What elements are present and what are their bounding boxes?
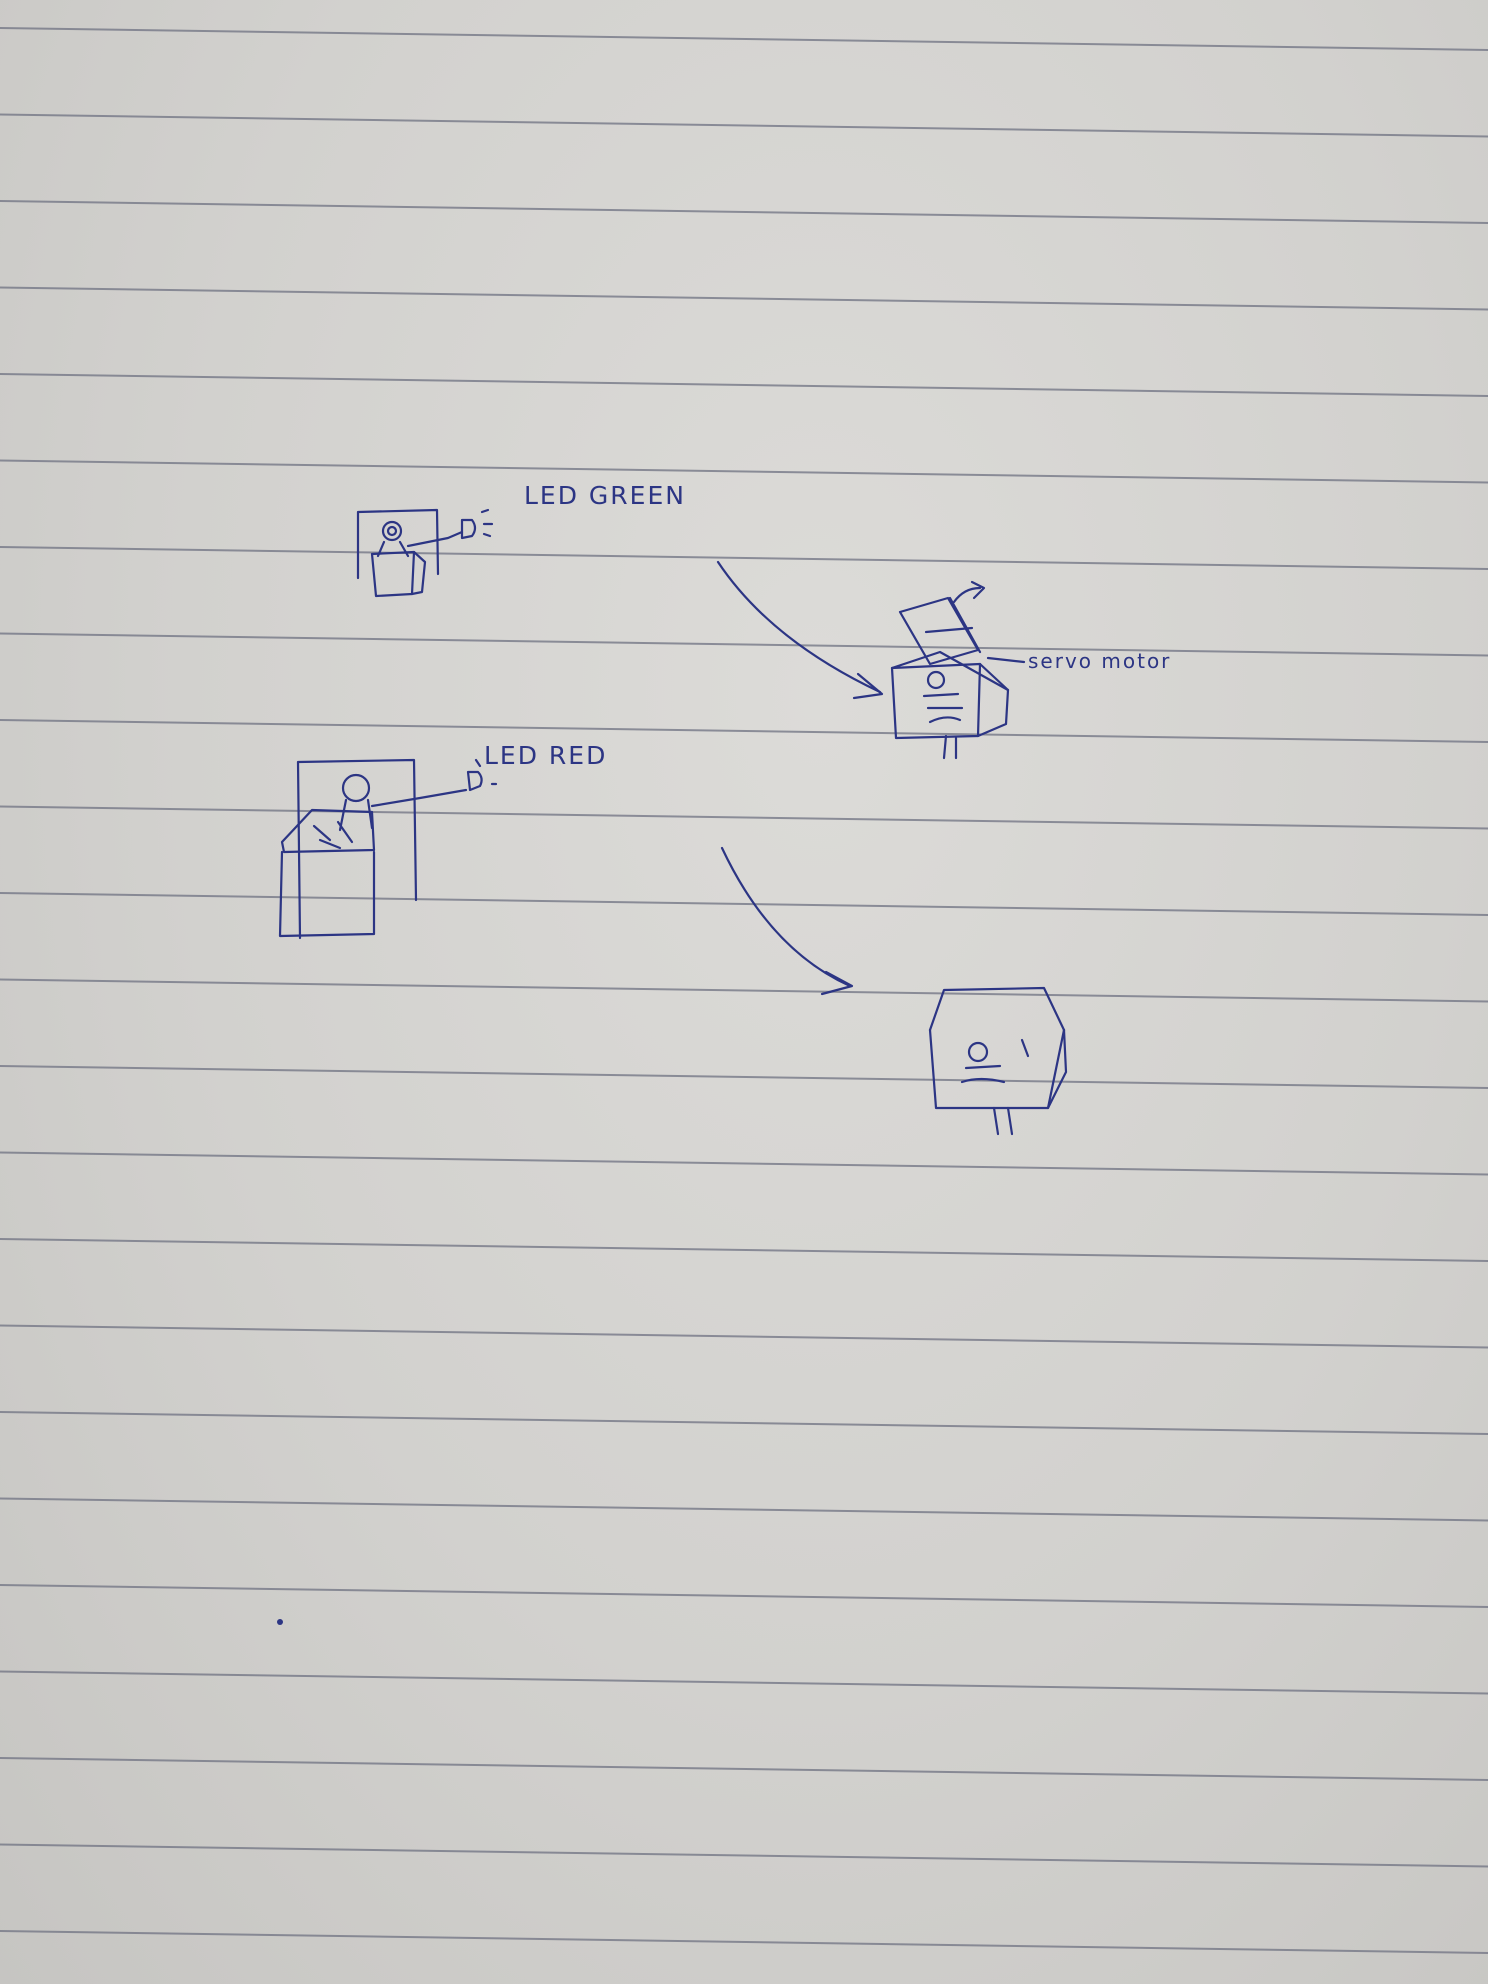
led-red-label: LED RED (484, 741, 607, 770)
arrow-red-to-closed-box (720, 846, 854, 996)
led-red-icon (466, 758, 498, 792)
ruled-line (0, 1930, 1488, 1954)
ruled-line (0, 373, 1488, 397)
ruled-line (0, 892, 1488, 916)
ruled-line (0, 719, 1488, 743)
led-green-label: LED GREEN (524, 481, 686, 510)
ruled-line (0, 286, 1488, 311)
led-green-icon (460, 508, 494, 540)
ruled-line (0, 805, 1488, 830)
ruled-line (0, 1065, 1488, 1089)
ruled-line (0, 632, 1488, 657)
closed-box-sketch (928, 986, 1068, 1136)
person-desk-sketch-green (356, 508, 464, 598)
arrow-green-to-servo (716, 560, 884, 700)
ruled-line (0, 1670, 1488, 1695)
person-desk-sketch-red (278, 758, 468, 940)
ruled-lines (0, 27, 1488, 1954)
ruled-line (0, 1757, 1488, 1781)
ruled-line (0, 27, 1488, 51)
ruled-line (0, 200, 1488, 224)
ruled-line (0, 113, 1488, 138)
ruled-line (0, 1584, 1488, 1608)
servo-box-sketch (890, 580, 1026, 760)
ruled-line (0, 1411, 1488, 1435)
ruled-line (0, 546, 1488, 570)
ruled-line (0, 1324, 1488, 1349)
pen-dot (277, 1619, 283, 1625)
ruled-line (0, 1497, 1488, 1522)
ruled-line (0, 1151, 1488, 1176)
ruled-line (0, 1238, 1488, 1262)
servo-motor-label: servo motor (1028, 649, 1171, 673)
ruled-line (0, 459, 1488, 484)
ruled-line (0, 978, 1488, 1003)
ruled-line (0, 1843, 1488, 1868)
